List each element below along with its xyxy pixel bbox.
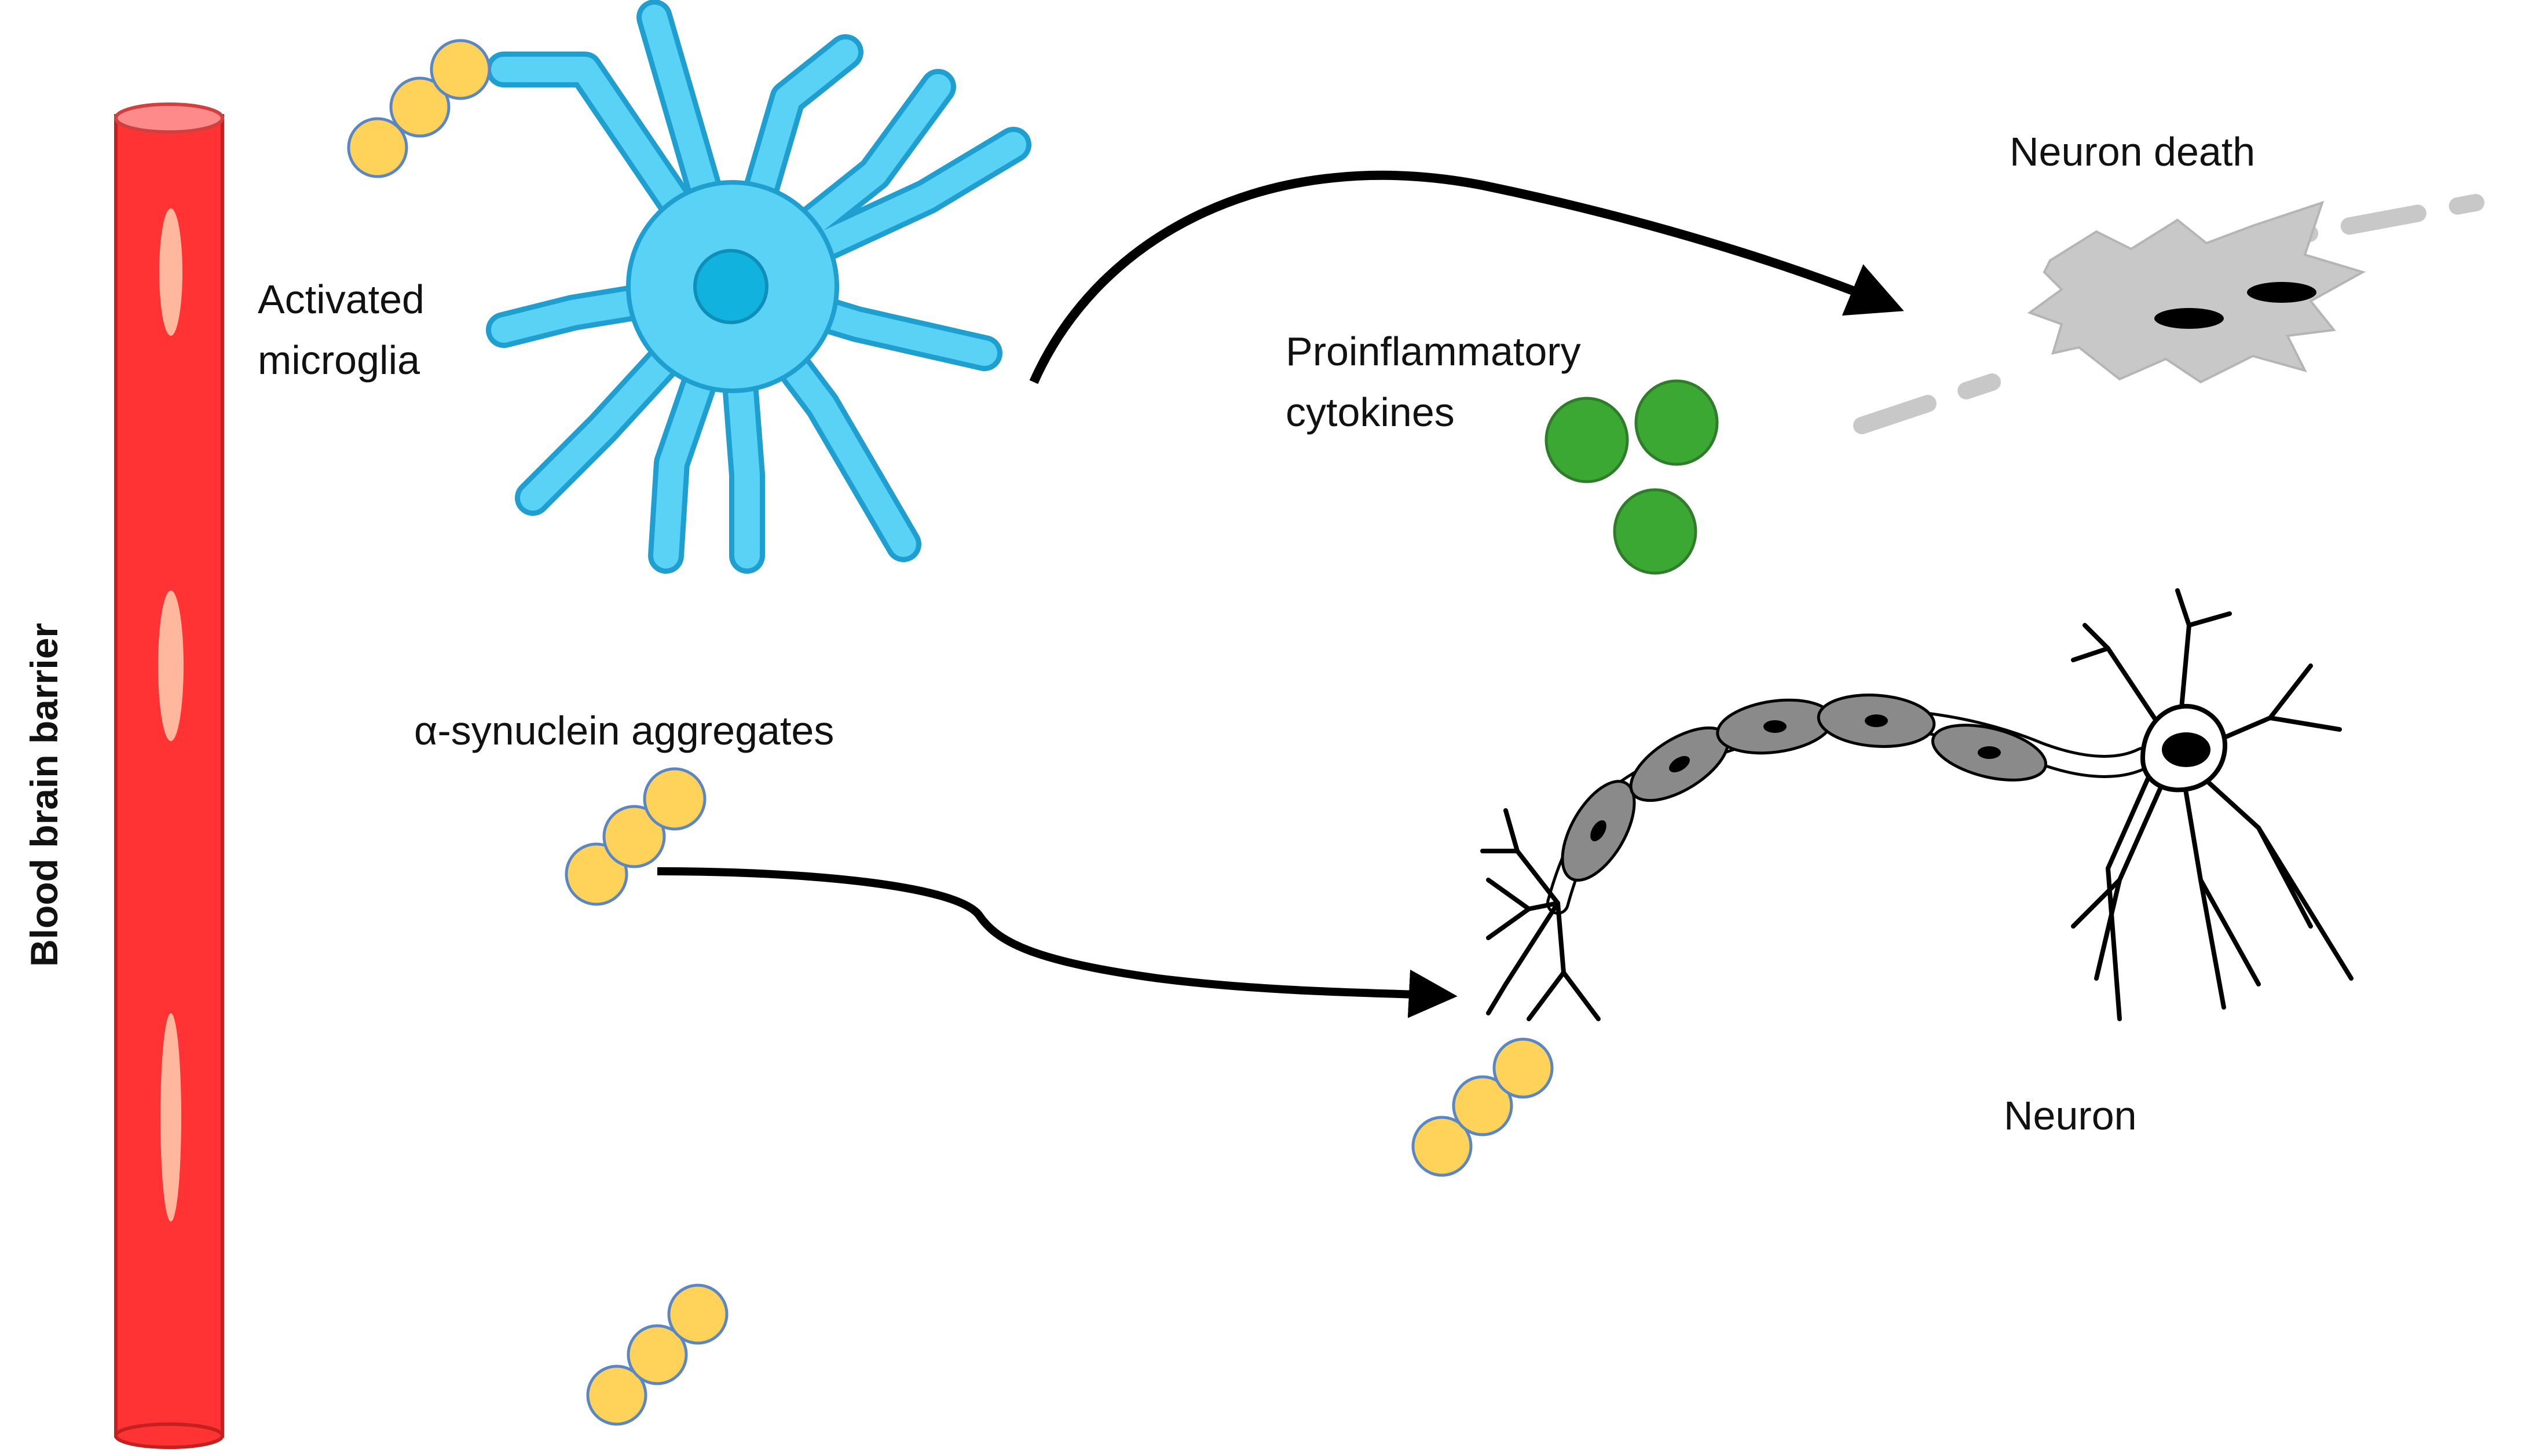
neuron-nucleus	[2162, 732, 2210, 767]
arrow-microglia-to-neuron-death	[1029, 170, 1904, 384]
proinflammatory-cytokines	[1545, 379, 1719, 575]
synuclein-aggregate	[586, 1283, 729, 1426]
label-neuron-death: Neuron death	[2010, 129, 2256, 174]
vessel-highlight	[158, 591, 184, 741]
activated-microglia-cell	[486, 0, 1031, 574]
vessel-highlight	[159, 208, 182, 336]
vessel-highlight	[160, 1013, 181, 1222]
dead-neuron-nucleus	[2154, 308, 2224, 329]
synuclein-aggregate	[347, 39, 491, 178]
label-proinflammatory-cytokines: Proinflammatory cytokines	[1286, 329, 1581, 435]
label-neuron: Neuron	[2004, 1093, 2137, 1138]
label-activated-microglia: Activated microglia	[258, 277, 424, 383]
label-blood-brain-barrier: Blood brain barrier	[23, 622, 65, 967]
microglia-nucleus	[693, 249, 768, 324]
synuclein-aggregate	[565, 767, 707, 906]
dead-neuron-nucleus	[2247, 282, 2316, 303]
synuclein-aggregate	[1411, 1037, 1554, 1177]
neuron	[1480, 588, 2354, 1021]
label-alpha-synuclein-aggregates: α-synuclein aggregates	[414, 708, 835, 753]
dead-neuron	[1853, 194, 2484, 434]
blood-vessel	[114, 102, 224, 1449]
arrow-synuclein-to-neuron	[657, 867, 1458, 1018]
